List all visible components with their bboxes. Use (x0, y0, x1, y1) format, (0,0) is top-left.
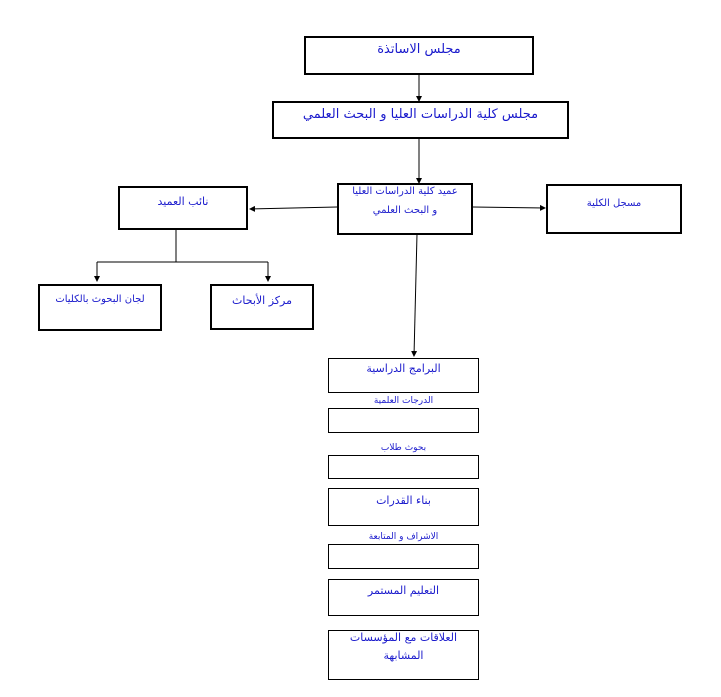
vice-dean-label: نائب العميد (157, 195, 209, 208)
registrar-box: مسجل الكلية (546, 184, 682, 234)
dean-label-line2: و البحث العلمي (372, 205, 438, 216)
registrar-label: مسجل الكلية (586, 198, 642, 209)
faculty-council-box: مجلس الاساتذة (304, 36, 534, 75)
capacity-building-box: بناء القدرات (328, 488, 479, 526)
supervision-box (328, 544, 479, 569)
relations-label-line2: المشابهة (383, 649, 424, 662)
capacity-building-label: بناء القدرات (376, 494, 431, 507)
college-council-box: مجلس كلية الدراسات العليا و البحث العلمي (272, 101, 569, 139)
continuing-education-label: التعليم المستمر (367, 584, 440, 597)
programs-label: البرامج الدراسية (366, 362, 441, 375)
dean-label-line1: عميد كلية الدراسات العليا (352, 186, 458, 197)
relations-box: العلاقات مع المؤسسات المشابهة (328, 630, 479, 680)
college-council-label: مجلس كلية الدراسات العليا و البحث العلمي (302, 107, 539, 122)
supervision-label: الاشراف و المتابعة (368, 532, 439, 542)
vice-dean-box: نائب العميد (118, 186, 248, 230)
degrees-label: الدرجات العلمية (373, 396, 434, 406)
degrees-box (328, 408, 479, 433)
research-center-box: مركز الأبحاث (210, 284, 314, 330)
relations-label-line1: العلاقات مع المؤسسات (349, 631, 458, 644)
research-center-label: مركز الأبحاث (232, 294, 292, 307)
student-research-box (328, 455, 479, 479)
dean-box: عميد كلية الدراسات العليا و البحث العلمي (337, 183, 473, 235)
continuing-education-box: التعليم المستمر (328, 579, 479, 616)
research-committees-label: لجان البحوث بالكليات (55, 294, 145, 305)
research-committees-box: لجان البحوث بالكليات (38, 284, 162, 331)
student-research-label: بحوث طلاب (380, 443, 427, 453)
faculty-council-label: مجلس الاساتذة (377, 42, 461, 57)
programs-box: البرامج الدراسية (328, 358, 479, 393)
